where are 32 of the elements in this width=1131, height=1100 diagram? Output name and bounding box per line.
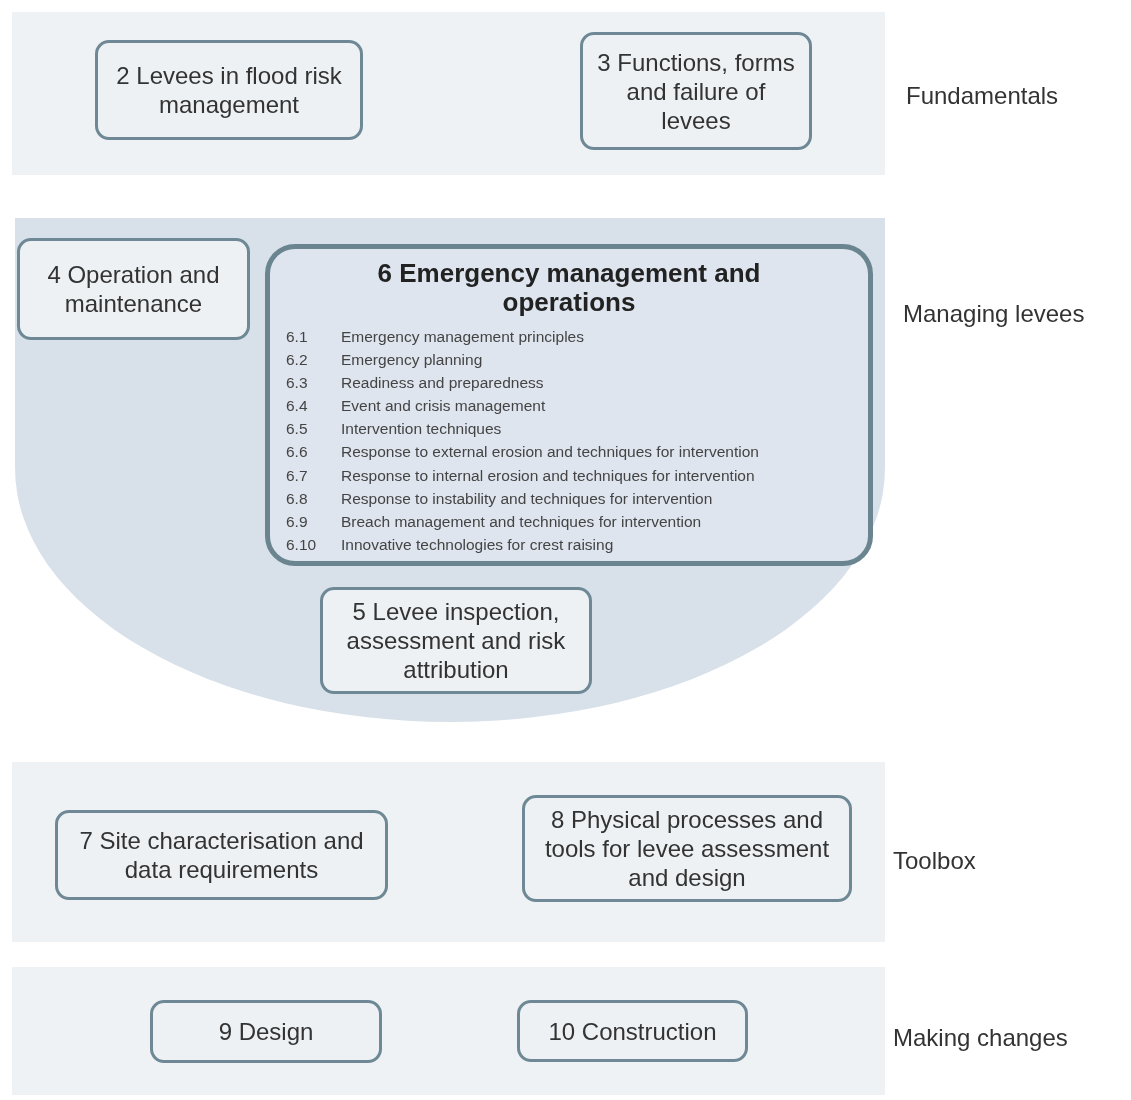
list-item: 6.6 Response to external erosion and techniques for intervention (286, 442, 759, 463)
chapter-box (517, 1000, 748, 1062)
chapter-title: 4 Operation and maintenance (46, 260, 221, 318)
chapter-title: 2 Levees in flood risk management (115, 61, 343, 119)
chapter-box (17, 238, 250, 340)
band-label: Making changes (893, 1024, 1068, 1052)
chapter-title: 3 Functions, forms and failure of levees (596, 47, 796, 135)
list-item: 6.4 Event and crisis management (286, 396, 546, 417)
chapter-box (320, 587, 592, 694)
chapter-title: 9 Design (217, 1017, 315, 1046)
list-item: 6.8 Response to instability and techniques for intervention (286, 488, 713, 509)
band-label: Fundamentals (906, 82, 1059, 110)
chapter-box (55, 810, 388, 900)
list-item: 6.9 Breach management and techniques for intervention (286, 511, 702, 532)
chapter-heading: 6 Emergency management and operations (376, 259, 762, 317)
chapter-box (522, 795, 852, 902)
chapter-title: 8 Physical processes and tools for levee assessment and design (543, 805, 831, 892)
chapter-box (150, 1000, 382, 1063)
list-item: 6.1 Emergency management principles (286, 327, 584, 347)
list-item: 6.10 Innovative technologies for crest raising (286, 534, 614, 555)
chapter-title: 7 Site characterisation and data requirements (78, 826, 365, 884)
chapter-box (265, 244, 873, 566)
list-item: 6.7 Response to internal erosion and techniques for intervention (286, 465, 755, 486)
band-label: Managing levees (903, 300, 1085, 328)
list-item: 6.3 Readiness and preparedness (286, 373, 544, 394)
chapter-box (580, 32, 812, 150)
list-item: 6.2 Emergency planning (286, 350, 483, 371)
chapter-box (95, 40, 363, 140)
list-item: 6.5 Intervention techniques (286, 419, 502, 440)
band-label: Toolbox (893, 847, 976, 875)
chapter-title: 10 Construction (547, 1016, 718, 1046)
chapter-title: 5 Levee inspection, assessment and risk attribution (345, 597, 567, 684)
